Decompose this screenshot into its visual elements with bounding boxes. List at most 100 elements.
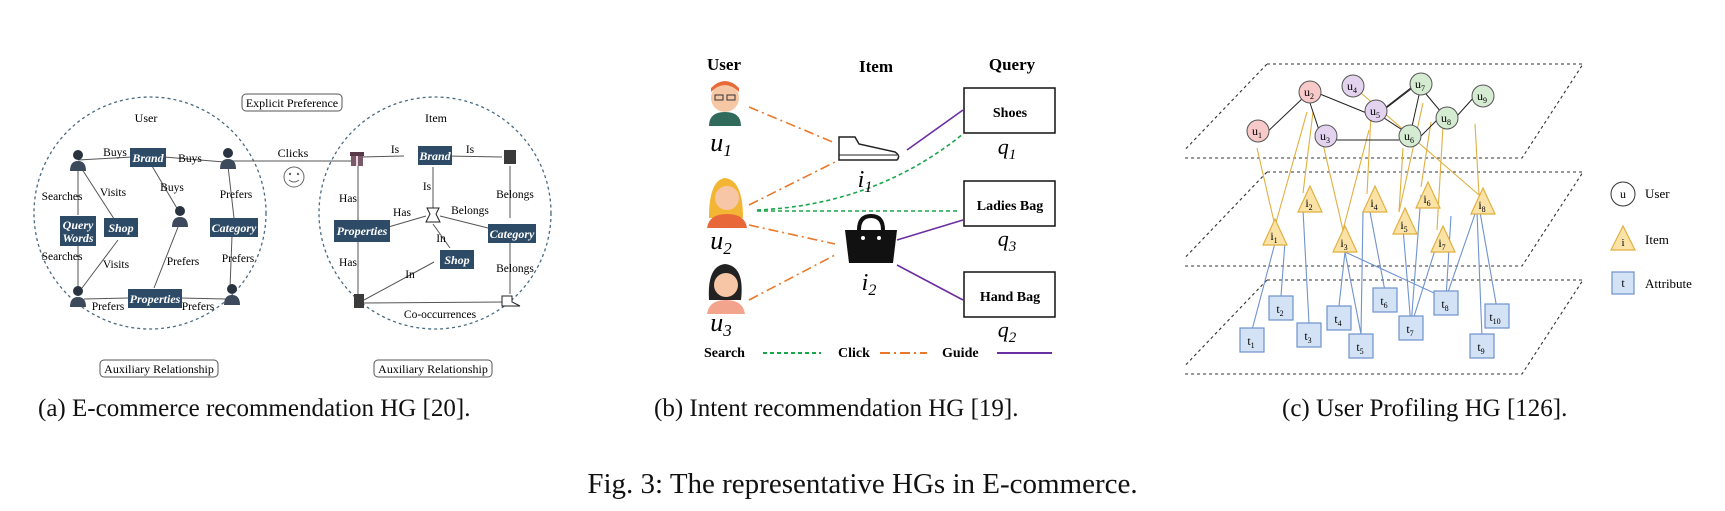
attribute-node-8: t8: [1441, 297, 1448, 313]
item-node-3: i3: [1340, 236, 1347, 252]
brand-node-left: Brand: [131, 151, 164, 165]
attribute-node-5: t5: [1356, 340, 1363, 356]
auxiliary-right-box: [373, 359, 493, 378]
legend-attribute-symbol: t: [1621, 276, 1625, 290]
user-node-9: u9: [1477, 89, 1487, 105]
edge-prefers-1: Prefers: [220, 189, 253, 201]
user-avatar-3: [707, 264, 745, 314]
edge-prefers-2: Prefers: [167, 256, 200, 268]
panel-b-legend: Search Click Guide: [704, 346, 1052, 361]
item-label-1: i1: [858, 167, 873, 196]
user-icon-4: [70, 286, 86, 307]
user-node-3: u3: [1320, 129, 1330, 145]
edge-buys-2: Buys: [178, 153, 202, 165]
item-node-4: i4: [1370, 196, 1377, 212]
attribute-node-1: t1: [1247, 334, 1254, 350]
item-icon-bag: [504, 150, 516, 164]
item-node-5: i5: [1400, 218, 1407, 234]
item-layer-plane: [1175, 171, 1585, 267]
legend-search: Search: [704, 346, 745, 361]
caption-b: (b) Intent recommendation HG [19].: [654, 395, 1019, 422]
edge-has-2: Has: [393, 207, 411, 219]
user-node-7: u7: [1415, 77, 1425, 93]
legend-user-symbol: u: [1620, 187, 1626, 201]
handbag-icon: [845, 213, 897, 263]
legend-click: Click: [838, 346, 870, 361]
item-node-2: i2: [1305, 196, 1312, 212]
edge-buys-1: Buys: [103, 147, 127, 159]
properties-node-right: Properties: [337, 224, 388, 238]
edge-is-2: Is: [466, 144, 475, 156]
smiley-icon: [283, 166, 305, 188]
user-label-3: u3: [710, 308, 732, 340]
attribute-node-3: t3: [1304, 329, 1311, 345]
edge-prefers-3: Prefers: [222, 253, 255, 265]
query-box-hand-bag: [963, 271, 1056, 318]
user-node-8: u8: [1441, 111, 1451, 127]
legend-item: Item: [1645, 232, 1669, 247]
col-header-query: Query: [989, 55, 1036, 74]
user-subgraph-circle: [33, 96, 267, 330]
query-words-line1: Query: [63, 218, 94, 232]
item-icon-shoe: [501, 295, 521, 307]
legend-user: User: [1645, 186, 1670, 201]
panel-c-diagram: u1 u2 u3 u4 u5 u6 u7 u8 u9 i1 i2 i3 i4 i…: [1175, 63, 1692, 375]
user-avatar-2: [707, 178, 747, 228]
edge-is-3: Is: [423, 181, 432, 193]
user-label-1: u1: [710, 128, 732, 160]
auxiliary-right-label: Auxiliary Relationship: [378, 362, 488, 376]
edge-cooccurrences: Co-occurrences: [404, 309, 477, 321]
attribute-node-2: t2: [1276, 302, 1283, 318]
legend-item-symbol: i: [1621, 237, 1624, 249]
item-icon-dress: [425, 207, 441, 223]
panel-b-intent-hg: User Item Query u1 u2 u3: [625, 0, 1095, 380]
sneaker-icon: [838, 136, 900, 161]
item-subgraph-circle: [318, 96, 552, 330]
attribute-node-4: t4: [1334, 312, 1341, 328]
user-node-1: u1: [1252, 124, 1262, 140]
edge-visits-2: Visits: [103, 259, 130, 271]
query-words-line2: Words: [62, 231, 93, 245]
properties-node-left: Properties: [130, 292, 181, 306]
edge-searches-1: Searches: [42, 191, 83, 203]
item-circle-title: Item: [425, 111, 448, 125]
auxiliary-left-label: Auxiliary Relationship: [104, 362, 214, 376]
edge-in-1: In: [436, 233, 446, 245]
panel-c-user-profiling-hg: u1 u2 u3 u4 u5 u6 u7 u8 u9 i1 i2 i3 i4 i…: [1175, 0, 1725, 380]
user-icon-2: [220, 148, 236, 169]
category-node-right: Category: [490, 227, 535, 241]
item-node-7: i7: [1438, 236, 1445, 252]
edge-belongs-3: Belongs: [496, 263, 534, 275]
shop-node-left: Shop: [108, 221, 133, 235]
attribute-layer-plane: [1175, 279, 1585, 375]
panel-c-legend: u User i Item t Attribute: [1610, 181, 1692, 295]
attribute-node-9: t9: [1477, 340, 1484, 356]
shop-node-right: Shop: [444, 253, 469, 267]
edge-belongs-2: Belongs: [451, 205, 489, 217]
caption-a: (a) E-commerce recommendation HG [20].: [38, 395, 471, 422]
item-node-6: i6: [1423, 192, 1430, 208]
edge-has-3: Has: [339, 257, 357, 269]
user-circle-title: User: [135, 111, 158, 125]
edge-has-1: Has: [339, 193, 357, 205]
edge-belongs-1: Belongs: [496, 189, 534, 201]
explicit-preference-label: Explicit Preference: [246, 96, 338, 110]
query-box-shoes: [963, 87, 1056, 134]
explicit-preference-box: [241, 93, 343, 112]
edge-visits-1: Visits: [100, 187, 127, 199]
user-label-2: u2: [710, 226, 732, 258]
attribute-node-6: t6: [1380, 294, 1387, 310]
user-node-2: u2: [1304, 85, 1314, 101]
edge-is-1: Is: [391, 144, 400, 156]
user-node-6: u6: [1404, 129, 1414, 145]
panel-a-diagram: User Item Explicit Preference Auxiliary …: [33, 93, 552, 378]
user-avatar-1: [709, 81, 741, 126]
user-icon-1: [70, 150, 86, 171]
panel-a-ecommerce-hg: User Item Explicit Preference Auxiliary …: [0, 0, 580, 380]
attribute-node-7: t7: [1406, 322, 1413, 338]
caption-c: (c) User Profiling HG [126].: [1282, 395, 1568, 422]
user-layer-plane: [1175, 63, 1585, 159]
query-label-hand-bag: Hand Bag: [980, 290, 1040, 305]
col-header-user: User: [707, 55, 741, 74]
edge-buys-3: Buys: [160, 182, 184, 194]
